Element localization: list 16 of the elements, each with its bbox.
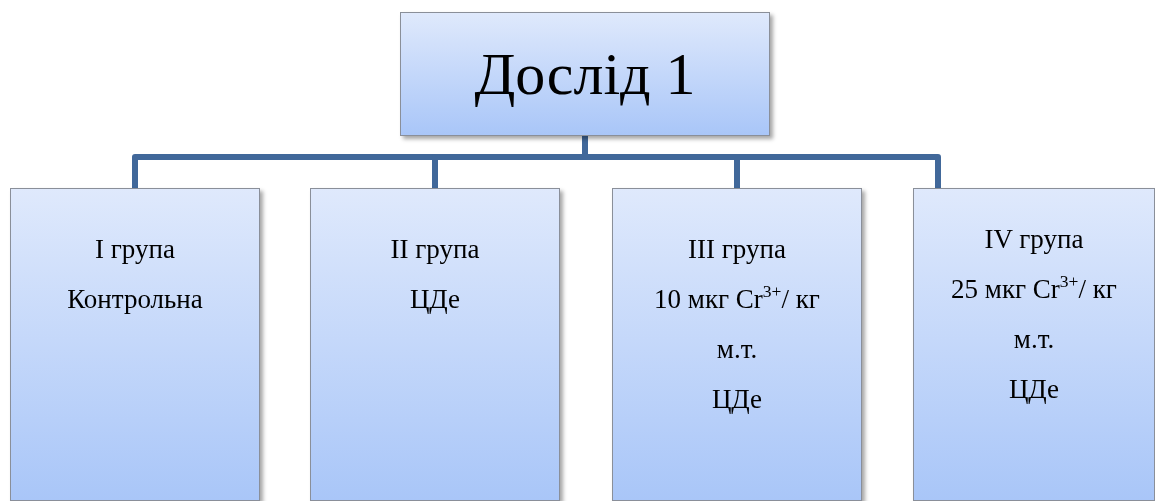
group-text: ЦДе [408,283,462,316]
group-text: ЦДе [1007,373,1061,406]
group-box [612,188,862,501]
group-box [310,188,560,501]
group-text: 10 мкг Cr$^{3+}$/ кг м.т. [653,280,821,366]
group-text: 25 мкг Cr$^{3+}$/ кг м.т. [950,270,1118,356]
title-text: Дослід 1 [474,41,696,107]
group-box [913,188,1155,501]
group-text: Контрольна [66,283,204,316]
group-text: II група [389,233,481,266]
group-box [10,188,260,501]
group-text: I група [94,233,176,266]
group-text: ЦДе [710,383,764,416]
group-text: IV група [983,223,1085,256]
group-text: III група [687,233,787,266]
title-box [400,12,770,136]
